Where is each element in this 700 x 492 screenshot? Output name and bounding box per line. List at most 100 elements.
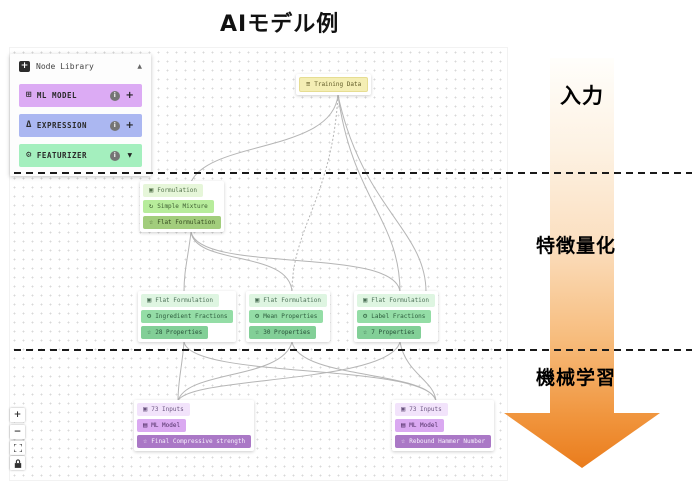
properties-count-label: 28 Properties <box>155 329 203 336</box>
wire-formulation-featurizer1 <box>183 231 192 293</box>
ml-model-row[interactable]: ▤ ML Model <box>137 419 187 432</box>
ml-model-icon: ⊞ <box>26 90 32 100</box>
separator-input-featurization <box>14 172 692 174</box>
star-icon: ☆ <box>401 437 406 445</box>
formulation-header-row[interactable]: ▣ Formulation <box>143 184 203 197</box>
node-featurizer-mean-properties[interactable]: ▣ Flat Formulation ⚙ Mean Properties ☆ 3… <box>246 291 331 342</box>
star-icon: ☆ <box>147 328 152 336</box>
collapse-caret-icon[interactable]: ▲ <box>137 63 142 70</box>
training-data-label: Training Data <box>314 81 362 88</box>
prediction-output-row[interactable]: ☆ Rebound Hammer Number <box>395 435 492 448</box>
model-icon: ▤ <box>401 421 406 429</box>
flat-formulation-input-row[interactable]: ▣ Flat Formulation <box>141 294 220 307</box>
minus-icon: − <box>13 427 22 437</box>
inputs-count-label: 73 Inputs <box>409 406 442 413</box>
node-library-header[interactable]: + Node Library ▲ <box>10 54 151 77</box>
flask-icon: Δ <box>26 120 32 130</box>
flat-formulation-row[interactable]: ☆ Flat Formulation <box>143 216 222 229</box>
flat-formulation-label: Flat Formulation <box>155 297 214 304</box>
properties-count-label: 30 Properties <box>263 329 311 336</box>
flat-formulation-input-row[interactable]: ▣ Flat Formulation <box>357 294 436 307</box>
input-port-icon: ▣ <box>147 296 152 304</box>
featurizer-dropdown-caret[interactable]: ▼ <box>127 151 133 159</box>
properties-output-row[interactable]: ☆ 28 Properties <box>141 326 209 339</box>
stage-label-featurization: 特徴量化 <box>536 235 617 257</box>
input-port-icon: ▣ <box>143 405 148 413</box>
lock-icon <box>14 458 21 468</box>
mean-properties-label: Mean Properties <box>263 313 318 320</box>
zoom-out-button[interactable]: − <box>10 425 25 439</box>
inputs-row[interactable]: ▣ 73 Inputs <box>395 403 448 416</box>
node-featurizer-ingredient-fractions[interactable]: ▣ Flat Formulation ⚙ Ingredient Fraction… <box>138 291 237 342</box>
node-ml-model-rebound-hammer[interactable]: ▣ 73 Inputs ▤ ML Model ☆ Rebound Hammer … <box>392 400 495 451</box>
star-icon: ☆ <box>255 328 260 336</box>
fit-view-icon <box>13 444 22 452</box>
ml-model-label: ML Model <box>151 422 181 429</box>
node-library-panel: + Node Library ▲ ⊞ ML MODEL i + Δ EXPRES… <box>10 54 151 176</box>
pipeline-flow-arrow <box>504 58 660 468</box>
page-title: AIモデル例 <box>220 12 340 37</box>
inputs-count-label: 73 Inputs <box>151 406 184 413</box>
mixture-cycle-icon: ↻ <box>149 202 154 210</box>
training-data-row[interactable]: ≡ Training Data <box>299 77 369 92</box>
info-badge-icon[interactable]: i <box>110 90 120 101</box>
star-icon: ☆ <box>143 437 148 445</box>
info-badge-icon[interactable]: i <box>110 120 120 131</box>
add-node-icon: + <box>19 61 30 72</box>
node-ml-model-compressive-strength[interactable]: ▣ 73 Inputs ▤ ML Model ☆ Final Compressi… <box>134 400 255 451</box>
gear-icon: ⚙ <box>363 312 368 320</box>
wire-training-featurizer3a <box>337 94 401 293</box>
model-icon: ▤ <box>143 421 148 429</box>
flat-formulation-input-row[interactable]: ▣ Flat Formulation <box>249 294 328 307</box>
lock-button[interactable] <box>10 456 25 470</box>
table-icon: ≡ <box>306 80 311 88</box>
library-item-label: FEATURIZER <box>36 151 88 160</box>
mean-properties-row[interactable]: ⚙ Mean Properties <box>249 310 324 323</box>
star-icon: ☆ <box>149 218 154 226</box>
stage-label-machine-learning: 機械学習 <box>536 367 617 389</box>
star-icon: ☆ <box>363 328 368 336</box>
flat-formulation-label: Flat Formulation <box>157 219 216 226</box>
wire-training-featurizer3b <box>337 94 427 293</box>
flat-formulation-label: Flat Formulation <box>263 297 322 304</box>
node-training-data[interactable]: ≡ Training Data <box>296 74 372 95</box>
add-expression-button[interactable]: + <box>125 119 135 131</box>
properties-output-row[interactable]: ☆ 7 Properties <box>357 326 421 339</box>
wire-training-featurizer2 <box>291 94 339 293</box>
output-port-icon: ▣ <box>149 186 154 194</box>
prediction-output-row[interactable]: ☆ Final Compressive strength <box>137 435 252 448</box>
ml-model-row[interactable]: ▤ ML Model <box>395 419 445 432</box>
zoom-in-button[interactable]: + <box>10 408 25 422</box>
node-featurizer-label-fractions[interactable]: ▣ Flat Formulation ⚙ Label Fractions ☆ 7… <box>354 291 439 342</box>
wire-formulation-featurizer3 <box>190 231 401 293</box>
node-formulation[interactable]: ▣ Formulation ↻ Simple Mixture ☆ Flat Fo… <box>140 181 225 232</box>
inputs-row[interactable]: ▣ 73 Inputs <box>137 403 190 416</box>
wire-training-formulation <box>190 94 339 183</box>
prediction-target-label: Rebound Hammer Number <box>409 438 486 445</box>
prediction-target-label: Final Compressive strength <box>151 438 246 445</box>
library-item-featurizer[interactable]: ⚙ FEATURIZER i ▼ <box>19 144 142 167</box>
gear-icon: ⚙ <box>255 312 260 320</box>
add-ml-model-button[interactable]: + <box>125 89 135 101</box>
stage-label-input: 入力 <box>560 84 604 108</box>
node-library-title: Node Library <box>36 62 94 71</box>
library-item-ml-model[interactable]: ⊞ ML MODEL i + <box>19 84 142 107</box>
gear-icon: ⚙ <box>147 312 152 320</box>
wire-formulation-featurizer2 <box>190 231 293 293</box>
input-port-icon: ▣ <box>401 405 406 413</box>
plus-icon: + <box>13 410 22 420</box>
flat-formulation-label: Flat Formulation <box>371 297 430 304</box>
library-item-label: ML MODEL <box>36 91 78 100</box>
properties-count-label: 7 Properties <box>371 329 415 336</box>
ml-model-label: ML Model <box>409 422 439 429</box>
library-item-label: EXPRESSION <box>36 121 88 130</box>
input-port-icon: ▣ <box>363 296 368 304</box>
fit-view-button[interactable] <box>10 441 25 455</box>
library-item-expression[interactable]: Δ EXPRESSION i + <box>19 114 142 137</box>
label-fractions-row[interactable]: ⚙ Label Fractions <box>357 310 432 323</box>
label-fractions-label: Label Fractions <box>371 313 426 320</box>
ingredient-fractions-row[interactable]: ⚙ Ingredient Fractions <box>141 310 234 323</box>
simple-mixture-row[interactable]: ↻ Simple Mixture <box>143 200 214 213</box>
info-badge-icon[interactable]: i <box>110 150 120 161</box>
properties-output-row[interactable]: ☆ 30 Properties <box>249 326 317 339</box>
